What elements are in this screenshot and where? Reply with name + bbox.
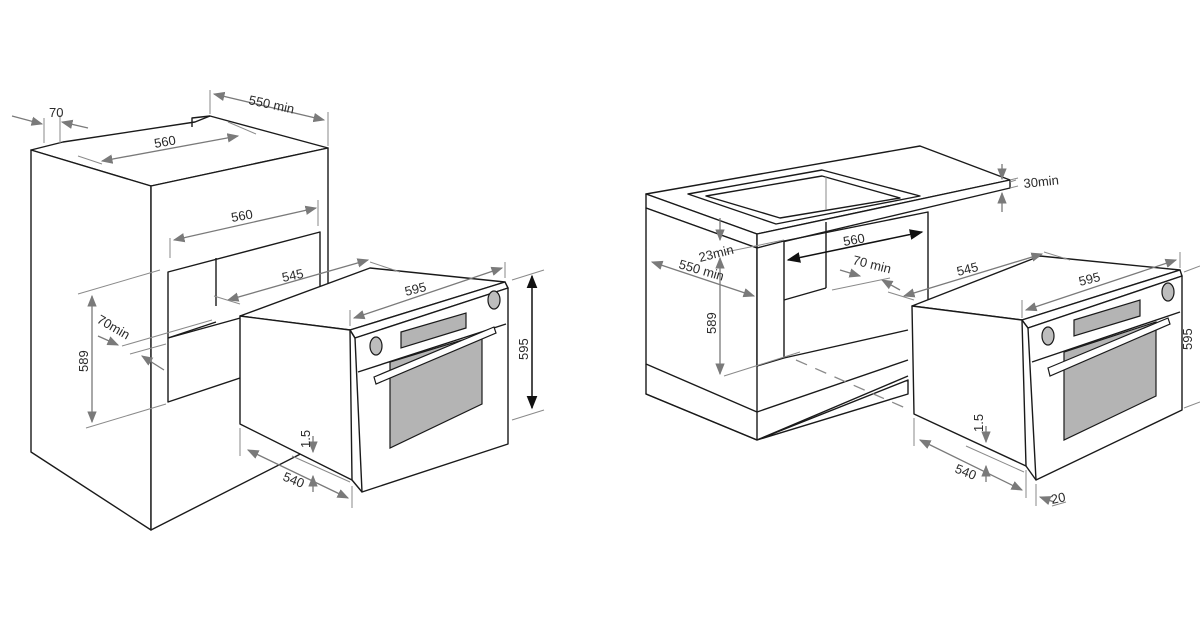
oven-handle-icon: [373, 326, 497, 385]
dim-label: 540: [953, 461, 979, 483]
dim-label: 30min: [1023, 172, 1060, 191]
dim-label: 595: [516, 338, 531, 360]
dim-label: 540: [281, 469, 307, 491]
display-window-icon: [400, 312, 467, 349]
right-oven: [911, 255, 1183, 481]
dim-label: 550 min: [247, 92, 295, 116]
dim-label: 1.5: [971, 414, 986, 432]
knob-icon: [1161, 282, 1175, 302]
dim-label: 560: [842, 230, 866, 249]
knob-icon: [369, 336, 383, 356]
knob-icon: [1041, 326, 1055, 346]
dim-label: 589: [704, 312, 719, 334]
dim-label: 70 min: [851, 252, 893, 276]
dim-label: 545: [955, 259, 980, 279]
dim-label: 545: [281, 266, 305, 285]
oven-handle-icon: [1047, 317, 1171, 377]
knob-icon: [487, 290, 501, 310]
dim-label: 20: [1050, 489, 1067, 507]
dim-label: 560: [230, 206, 254, 225]
dim-label: 595: [1180, 328, 1195, 350]
dim-label: 595: [1077, 269, 1102, 289]
dim-label: 560: [153, 132, 177, 151]
dim-label: 70: [49, 105, 63, 120]
left-dimensions: [11, 90, 545, 508]
dim-label: 595: [403, 279, 428, 299]
dim-label: 589: [76, 350, 91, 372]
dim-label: 1.5: [298, 430, 313, 448]
right-cabinet: [645, 145, 1011, 441]
right-dimensions: [650, 164, 1200, 507]
